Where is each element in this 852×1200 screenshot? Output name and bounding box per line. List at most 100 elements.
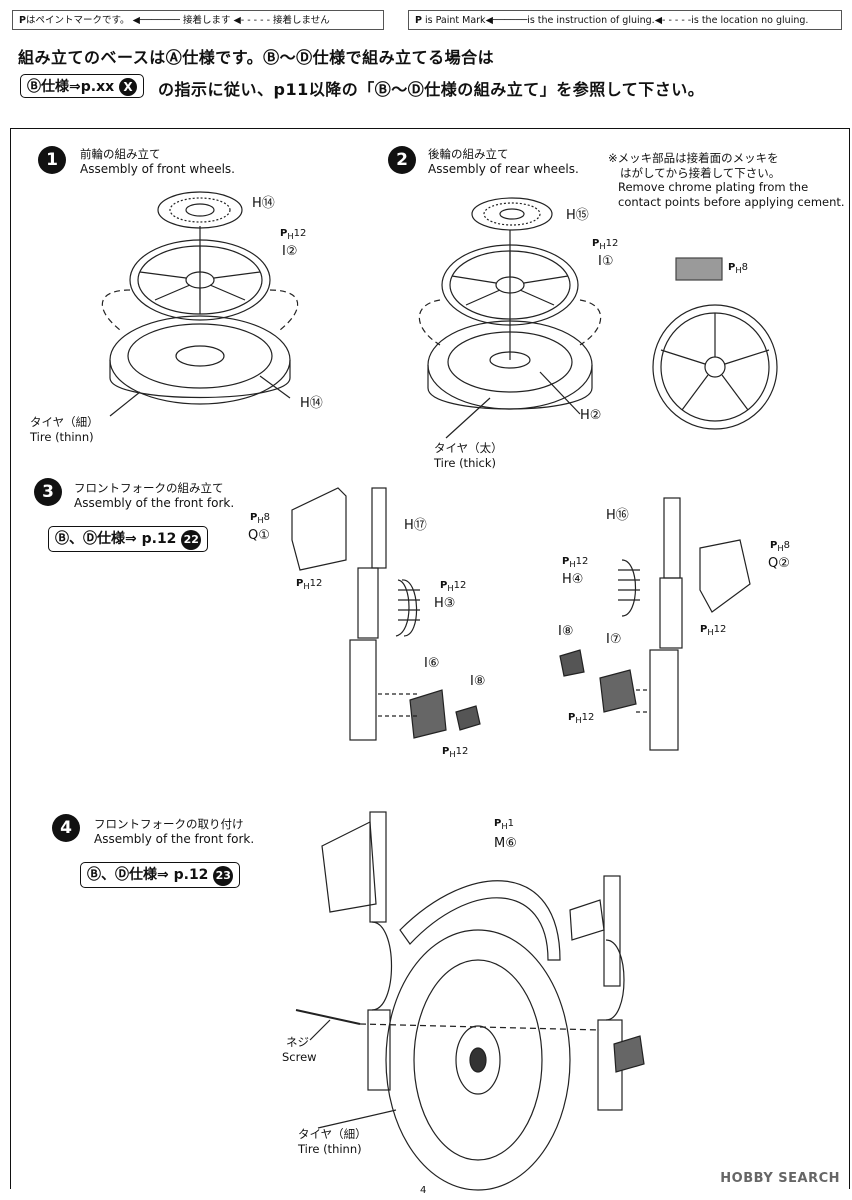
legend-en: P is Paint Mark◀──────is the instruction… [408,10,842,30]
paint-number: 8 [783,540,790,551]
legend-jp: Pはペイントマークです。 ◀─────── 接着します ◀- - - - - 接… [12,10,384,30]
label-h2: H② [580,408,602,423]
label-h3: H③ [434,596,456,611]
page-number: 4 [420,1185,427,1196]
left-fork-bracket-icon [291,487,347,571]
ref-badge-icon: 22 [181,530,202,550]
left-caliper-icon [409,689,481,739]
label-tire-thin4-en: Tire (thinn) [298,1142,362,1156]
step4-title-en: Assembly of the front fork. [94,832,255,846]
right-caliper-icon [559,649,637,713]
paint-mark-icon: P [250,512,258,523]
paint-number: 12 [453,580,467,591]
label-h16: H⑯ [606,508,629,523]
front-wheel-assembly-icon [385,929,571,1191]
note-jp-1: ※メッキ部品は接着面のメッキを [608,151,779,165]
label-tire-thin-jp: タイヤ（細） [30,415,99,429]
screw-icon [295,1009,361,1025]
paint-sub: H [257,515,264,525]
legend-jp-glue: 接着します [182,15,231,26]
label-ph12-step1: PH12 [280,228,306,241]
step4-number: 4 [52,814,80,842]
paint-number: 12 [575,556,589,567]
paint-number: 12 [309,578,323,589]
front-fender-icon [399,880,561,961]
legend-jp-no-glue: 接着しません [273,15,330,26]
paint-sub: H [449,749,456,759]
right-fork-boot-icon [618,559,640,617]
label-h14-top: H⑭ [252,196,275,211]
right-fork-tube-icon [649,497,683,751]
paint-sub: H [447,583,454,593]
paint-mark-icon: P [440,580,448,591]
paint-number: 12 [605,238,619,249]
step2-number: 2 [388,146,416,174]
paint-sub: H [735,265,742,275]
instructions-frame [10,128,850,1189]
label-ph12-step3-a: PH12 [296,578,322,591]
label-ph12-step3-d: PH12 [562,556,588,569]
paint-mark-icon: P [296,578,304,589]
legend-en-no-glue: is the location no gluing. [691,15,809,26]
label-ph12-step3-e: PH12 [700,624,726,637]
label-h4: H④ [562,572,584,587]
label-ph12-step2: PH12 [592,238,618,251]
header-line1: 組み立てのベースはⒶ仕様です。Ⓑ～Ⓓ仕様で組み立てる場合は [18,48,495,67]
paint-mark-icon: P [562,556,570,567]
paint-mark-icon: P [442,746,450,757]
step4-ref-box: Ⓑ、Ⓓ仕様⇒ p.12 23 [80,862,241,888]
label-screw-en: Screw [282,1050,317,1064]
step1-title-jp: 前輪の組み立て [80,147,161,161]
left-fork-tube-icon [349,487,387,741]
note-en-2: contact points before applying cement. [618,195,845,209]
label-i1: I① [598,254,614,269]
paint-sub: H [501,821,508,831]
label-i8-left: I⑧ [470,674,486,689]
label-q2: Q② [768,556,790,571]
paint-sub: H [777,543,784,553]
note-jp-2: はがしてから接着して下さい。 [620,166,781,180]
paint-mark-icon: P [280,228,288,239]
paint-number: 8 [741,262,748,273]
left-fork-boot-icon [395,579,420,637]
arrow-dashed-icon: ◀- - - - - [654,15,692,26]
paint-sub: H [303,581,310,591]
label-ph1-step4: PH1 [494,818,514,831]
paint-sub: H [569,559,576,569]
step3-number: 3 [34,478,62,506]
label-i8-right: I⑧ [558,624,574,639]
legend-jp-paint: はペイントマークです。 [25,15,130,26]
arrow-solid-icon: ◀─────── [132,15,180,26]
paint-number: 12 [455,746,469,757]
note-en-1: Remove chrome plating from the [618,180,809,194]
label-i2: I② [282,244,298,259]
paint-mark-icon: P [592,238,600,249]
label-ph8-step3-left: PH8 [250,512,270,525]
paint-number: 12 [581,712,595,723]
step2-title-en: Assembly of rear wheels. [428,162,579,176]
chrome-wheel-icon [652,304,778,430]
step1-number: 1 [38,146,66,174]
label-i7: I⑦ [606,632,622,647]
ref-badge-icon: X [119,78,138,96]
step3-ref-box: Ⓑ、Ⓓ仕様⇒ p.12 22 [48,526,209,552]
header-ref-box: Ⓑ仕様⇒p.xx X [20,74,145,98]
label-ph12-step3-b: PH12 [440,580,466,593]
paint-mark-icon: P [770,540,778,551]
paint-mark-icon: P [700,624,708,635]
step2-title-jp: 後輪の組み立て [428,147,509,161]
paint-number: 8 [263,512,270,523]
paint-number: 12 [713,624,727,635]
front-tire-icon [109,315,291,405]
paint-mark-icon: P [728,262,736,273]
paint-mark-icon: P [415,15,422,26]
label-h14-bottom: H⑭ [300,396,323,411]
step1-title-en: Assembly of front wheels. [80,162,235,176]
label-tire-thick-en: Tire (thick) [434,456,497,470]
ref-badge-icon: 23 [213,866,234,886]
front-hub-disc-icon [157,191,243,229]
watermark: HOBBY SEARCH [720,1171,840,1186]
header-line2: の指示に従い、p11以降の「Ⓑ～Ⓓ仕様の組み立て」を参照して下さい。 [158,80,705,99]
fork-assembly-left-icon [321,811,393,1091]
